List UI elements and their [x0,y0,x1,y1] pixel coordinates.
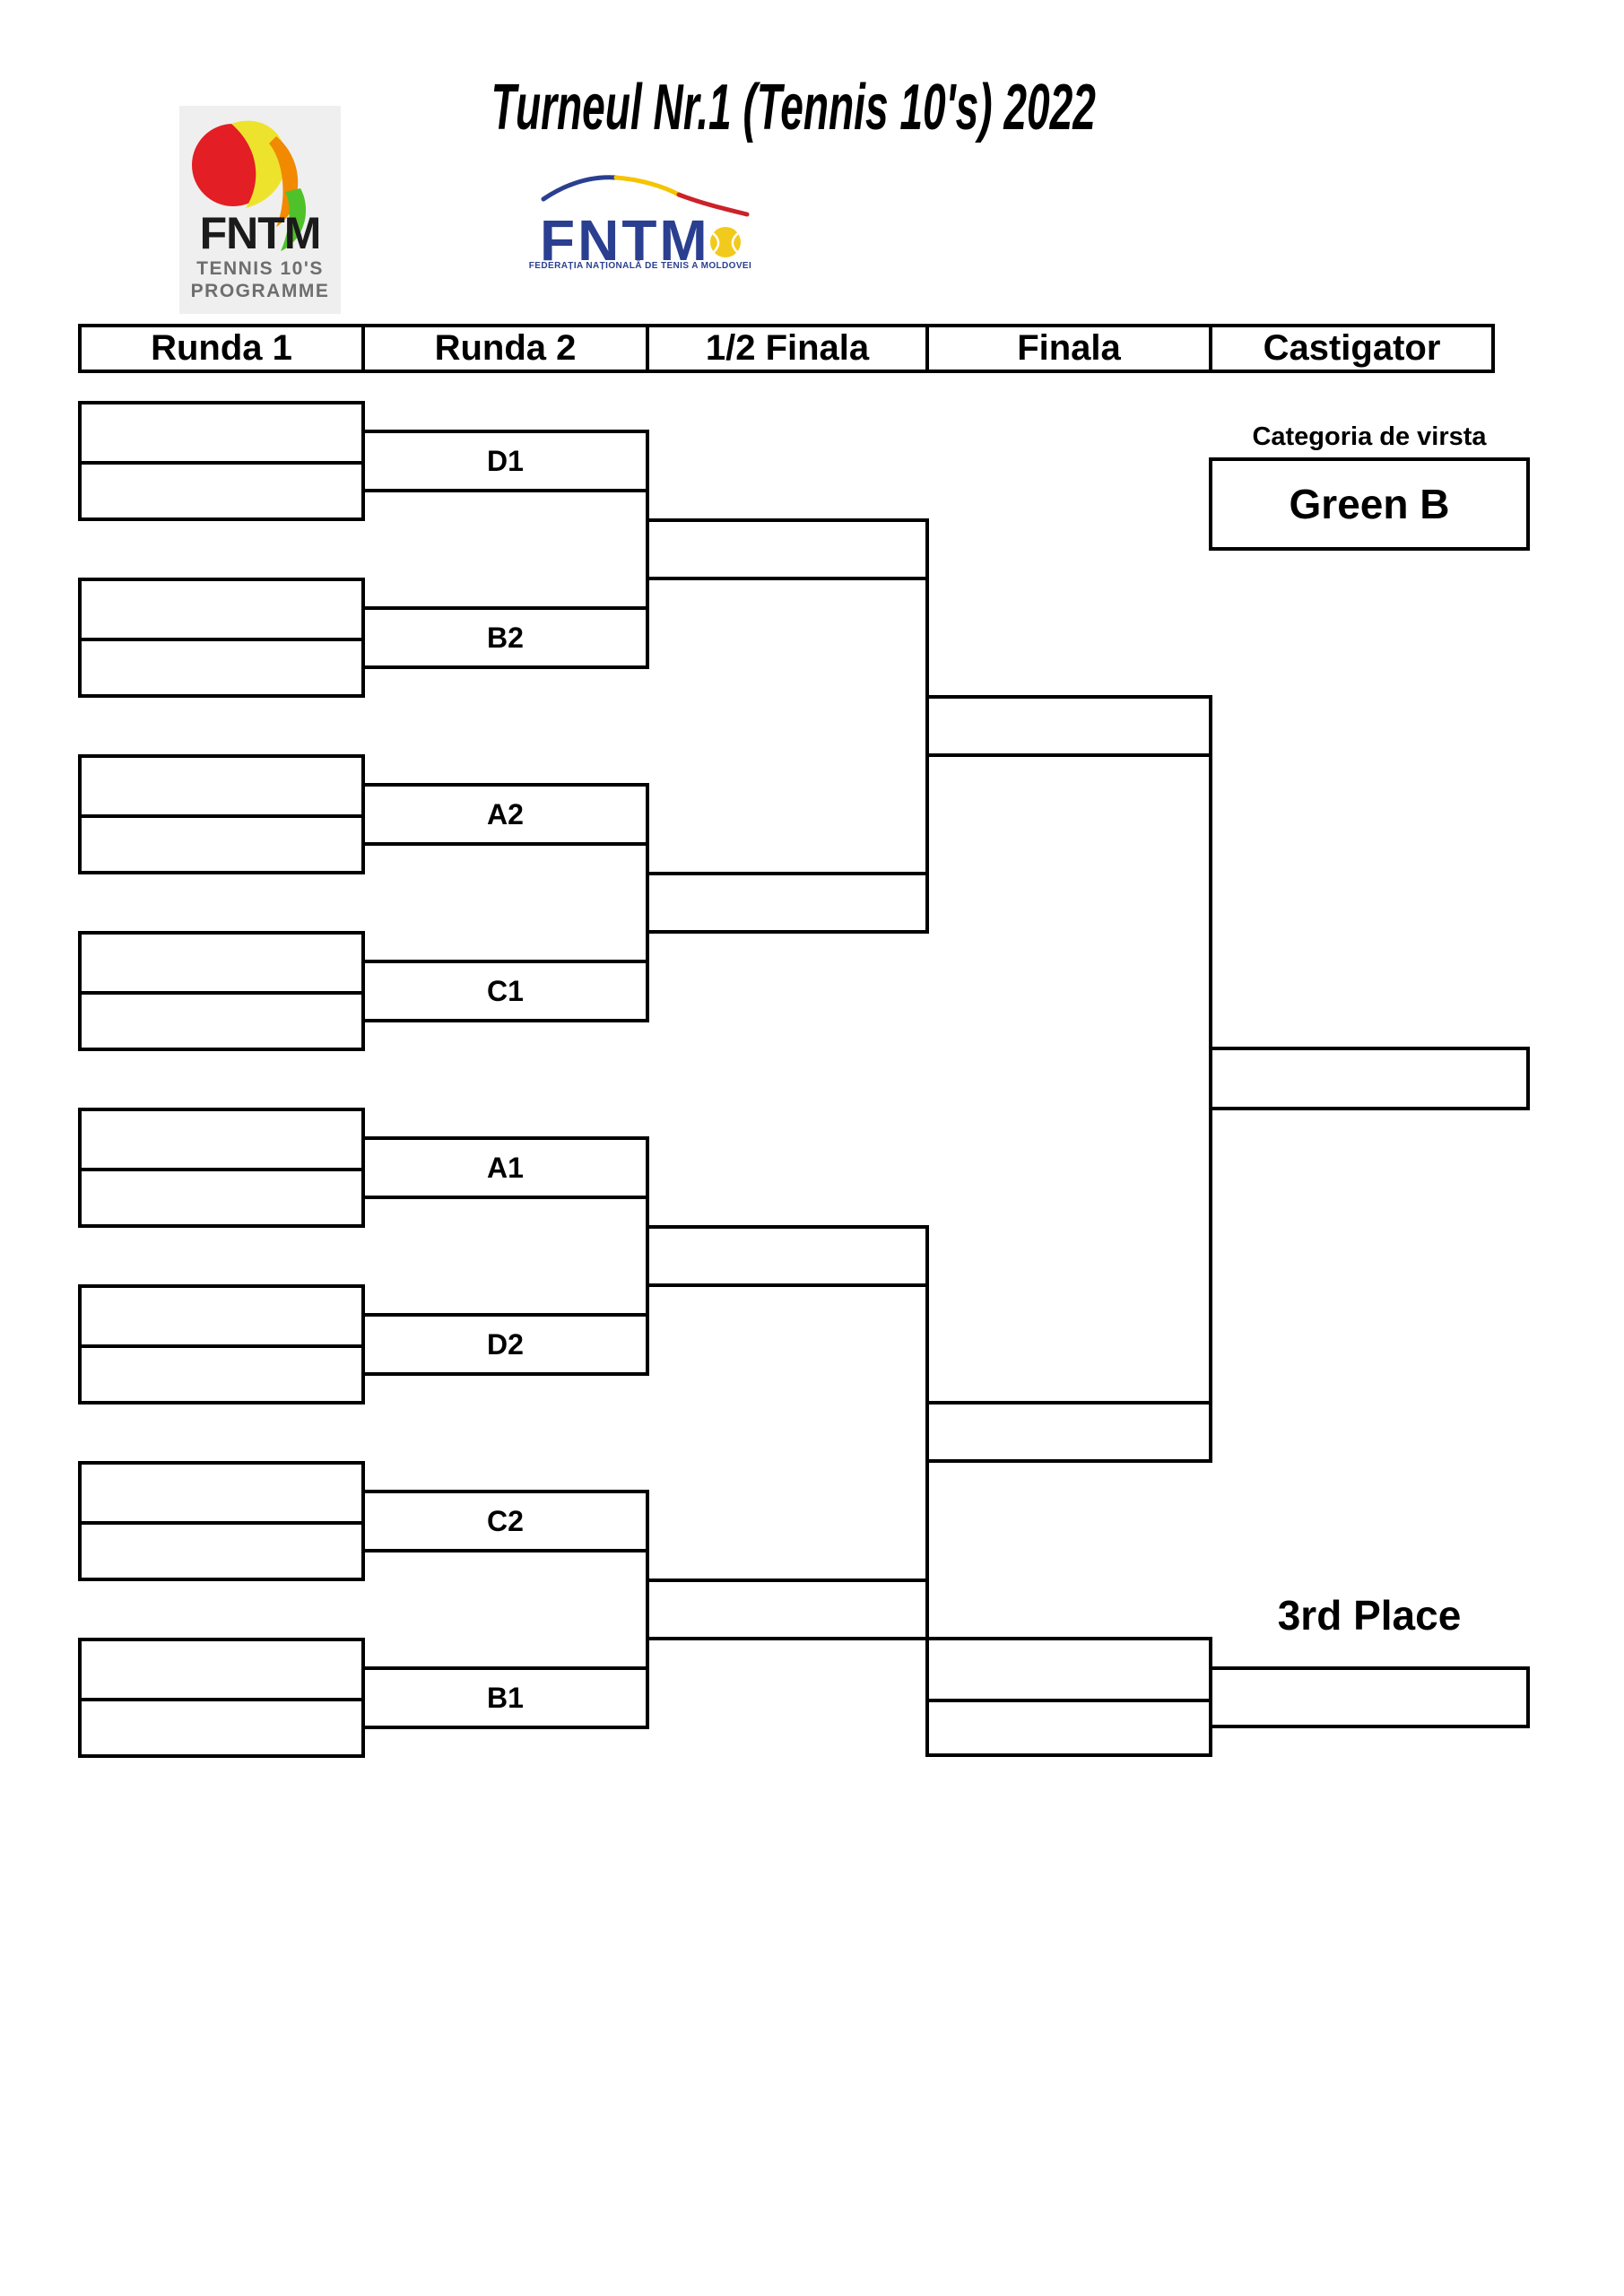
category-value-box: Green B [1209,457,1530,551]
round1-match-1 [78,401,365,521]
slot-divider [82,1344,361,1348]
winner-slot [1209,1047,1530,1110]
header-runda-2: Runda 2 [361,324,649,373]
semifinal-slot-3 [646,1225,929,1287]
page-title: Turneul Nr.1 (Tennis 10's) 2022 [0,75,1587,140]
round1-match-2 [78,578,365,698]
fntm-federation-arc-icon [541,175,750,217]
round2-slot-b2: B2 [361,606,649,669]
final-slot-1 [925,695,1212,757]
category-label: Categoria de virsta [1252,422,1487,451]
round1-match-5 [78,1108,365,1228]
page-title-text: Turneul Nr.1 (Tennis 10's) 2022 [491,72,1097,144]
third-place-match [925,1637,1212,1757]
round2-slot-c2: C2 [361,1490,649,1552]
fntm-federation-logo-title: FNTM [540,208,710,273]
slot-divider [82,1521,361,1525]
header-finala: Finala [925,324,1212,373]
round1-match-4 [78,931,365,1051]
round1-match-8 [78,1638,365,1758]
round1-match-3 [78,754,365,874]
semifinal-slot-2 [646,872,929,934]
connector-line [1209,753,1212,1050]
semifinal-slot-4 [646,1578,929,1640]
connector-line [1209,1107,1212,1405]
third-place-label: 3rd Place [1277,1592,1462,1639]
round2-slot-b1: B1 [361,1666,649,1729]
fntm-programme-logo-subtitle2: PROGRAMME [190,281,330,301]
slot-divider [82,461,361,465]
fntm-programme-logo-subtitle1: TENNIS 10'S [196,258,324,279]
header-semifinala: 1/2 Finala [646,324,929,373]
fntm-programme-logo-title: FNTM [199,208,322,258]
slot-divider [82,814,361,818]
round1-match-7 [78,1461,365,1581]
round2-slot-a1: A1 [361,1136,649,1199]
round1-match-6 [78,1284,365,1405]
round2-slot-a2: A2 [361,783,649,846]
round2-slot-d1: D1 [361,430,649,492]
fntm-programme-logo [179,106,341,314]
third-place-winner-slot [1209,1666,1530,1728]
slot-divider [82,638,361,641]
round2-slot-d2: D2 [361,1313,649,1376]
tennis-ball-icon [710,227,741,257]
header-runda-1: Runda 1 [78,324,365,373]
slot-divider [82,991,361,995]
final-slot-2 [925,1401,1212,1463]
header-castigator: Castigator [1209,324,1495,373]
fntm-federation-logo-subtitle: FEDERAȚIA NAȚIONALĂ DE TENIS A MOLDOVEI [528,261,752,271]
semifinal-slot-1 [646,518,929,580]
slot-divider [929,1699,1209,1702]
slot-divider [82,1168,361,1171]
tennis-ball-logo-icon [192,120,307,251]
slot-divider [82,1698,361,1701]
round2-slot-c1: C1 [361,960,649,1022]
